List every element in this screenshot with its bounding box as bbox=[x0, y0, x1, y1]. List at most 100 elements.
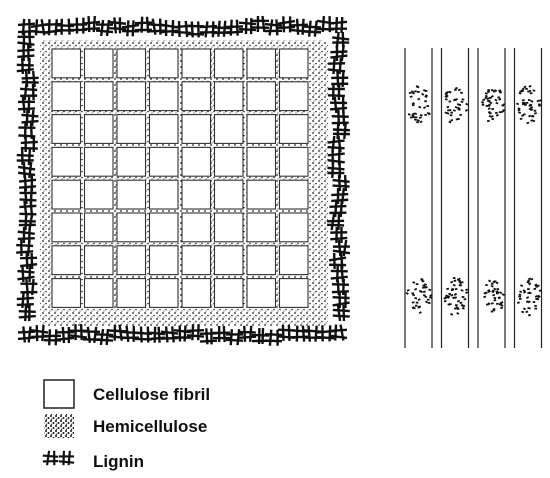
legend: Cellulose fibril Hemicellulose Lignin bbox=[42, 379, 210, 471]
lignin-mark bbox=[19, 252, 38, 270]
lignin-mark bbox=[121, 20, 140, 37]
lignin-mark bbox=[332, 304, 350, 322]
lignin-mark bbox=[21, 109, 39, 127]
lignin-mark bbox=[82, 15, 101, 33]
lignin-mark bbox=[16, 148, 34, 166]
cellulose-fibril bbox=[278, 48, 309, 79]
cellulose-fibril bbox=[116, 146, 147, 177]
cellulose-fibril bbox=[83, 179, 114, 210]
cellulose-fibril bbox=[246, 245, 277, 276]
lignin-mark bbox=[290, 325, 309, 342]
cellulose-fibril-grid bbox=[51, 48, 309, 308]
cellulose-fibril bbox=[83, 48, 114, 79]
lignin-mark bbox=[17, 326, 36, 343]
cellulose-fibril bbox=[83, 146, 114, 177]
lignin-mark bbox=[251, 15, 270, 33]
lignin-mark bbox=[147, 326, 166, 343]
cellulose-fibril bbox=[116, 48, 147, 79]
cellulose-fibril bbox=[116, 179, 147, 210]
lignin-mark bbox=[329, 324, 348, 341]
hemicellulose-patch bbox=[407, 85, 431, 124]
cellulose-fibril bbox=[181, 114, 212, 144]
hemicellulose-patch bbox=[516, 84, 542, 125]
legend-label-lignin: Lignin bbox=[93, 452, 144, 471]
cellulose-fibril bbox=[51, 212, 82, 243]
lignin-mark bbox=[327, 148, 345, 166]
cellulose-fibril bbox=[278, 81, 309, 112]
lignin-mark bbox=[212, 20, 231, 37]
hemicellulose-patch bbox=[483, 279, 505, 313]
cellulose-fibril bbox=[213, 114, 244, 144]
lignin-mark bbox=[330, 44, 348, 62]
hemicellulose-patch bbox=[516, 277, 542, 317]
cellulose-fibril bbox=[148, 114, 179, 144]
lignin-mark bbox=[18, 304, 36, 322]
cellulose-fibril-swatch bbox=[43, 379, 75, 409]
lignin-mark bbox=[95, 328, 114, 346]
lignin-mark bbox=[95, 19, 114, 37]
cellulose-fibril bbox=[246, 81, 277, 112]
lignin-mark bbox=[20, 135, 38, 153]
cellulose-fibril bbox=[148, 245, 179, 276]
lignin-mark bbox=[58, 450, 75, 466]
cellulose-fibril bbox=[246, 278, 277, 308]
cellulose-fibril bbox=[246, 114, 277, 144]
lignin-mark bbox=[212, 325, 231, 343]
lignin-mark bbox=[19, 187, 37, 205]
lignin-mark bbox=[290, 18, 309, 35]
lignin-mark bbox=[108, 17, 127, 34]
lignin-mark bbox=[121, 325, 140, 342]
lignin-mark bbox=[332, 174, 350, 192]
lignin-mark bbox=[17, 96, 36, 114]
cellulose-fibril bbox=[116, 212, 147, 243]
lignin-mark bbox=[186, 324, 205, 341]
lignin-mark bbox=[56, 326, 75, 344]
lignin-mark bbox=[303, 325, 322, 342]
cellulose-fibril bbox=[181, 146, 212, 177]
cellulose-fibril bbox=[51, 245, 82, 276]
cellulose-fibril bbox=[83, 114, 114, 144]
lignin-border bbox=[16, 15, 351, 346]
cellulose-fibril bbox=[278, 146, 309, 177]
cellulose-fibril bbox=[116, 278, 147, 308]
cellulose-fibril bbox=[181, 278, 212, 308]
lignin-mark bbox=[17, 265, 35, 283]
lignin-mark bbox=[238, 325, 257, 342]
lignin-mark bbox=[16, 291, 34, 309]
lignin-mark bbox=[17, 44, 35, 62]
lignin-mark bbox=[225, 329, 244, 346]
lignin-mark bbox=[330, 226, 348, 244]
lignin-mark bbox=[16, 239, 34, 257]
cellulose-fibril bbox=[83, 212, 114, 243]
cellulose-fibril bbox=[51, 146, 82, 177]
lignin-mark bbox=[303, 20, 322, 37]
lignin-swatch bbox=[42, 450, 75, 466]
lignin-mark bbox=[17, 31, 35, 49]
lignin-mark bbox=[327, 135, 345, 153]
legend-label-hemicellulose: Hemicellulose bbox=[93, 417, 207, 436]
cellulose-fibril bbox=[213, 146, 244, 177]
cellulose-fibril bbox=[181, 245, 212, 276]
hemicellulose-patch bbox=[443, 277, 469, 316]
lignin-mark bbox=[277, 324, 296, 341]
cellulose-fibril bbox=[278, 212, 309, 243]
cellulose-fibril bbox=[181, 48, 212, 79]
cellulose-fibril bbox=[116, 81, 147, 112]
cellulose-fibril bbox=[246, 179, 277, 210]
cellulose-fibril bbox=[51, 179, 82, 210]
cellulose-fibril bbox=[213, 48, 244, 79]
cross-section-view bbox=[16, 15, 351, 346]
cellulose-fibril bbox=[246, 146, 277, 177]
lignin-mark bbox=[18, 213, 36, 231]
lignin-mark bbox=[332, 122, 350, 140]
lignin-mark bbox=[327, 161, 345, 179]
legend-label-cellulose: Cellulose fibril bbox=[93, 385, 210, 404]
lignin-mark bbox=[16, 57, 34, 75]
cellulose-fibril bbox=[148, 48, 179, 79]
cellulose-fibril bbox=[148, 212, 179, 243]
cellulose-fibril bbox=[181, 179, 212, 210]
lignin-mark bbox=[330, 265, 348, 283]
cellulose-fibril bbox=[213, 212, 244, 243]
cellulose-fibril bbox=[278, 245, 309, 276]
